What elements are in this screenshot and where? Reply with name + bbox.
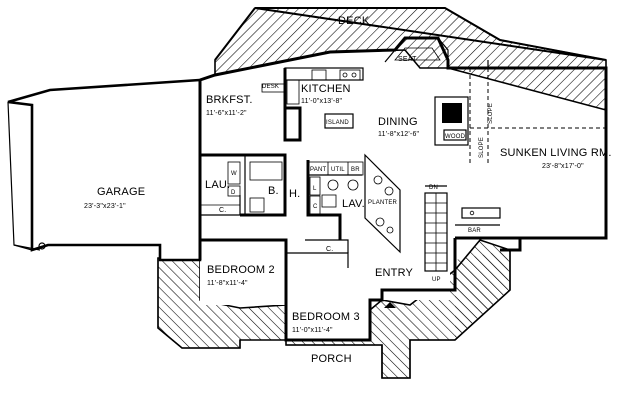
service-rooms: [200, 153, 401, 254]
washer-label: W: [231, 171, 237, 177]
lav-label: LAV.: [342, 198, 365, 210]
garage-dims: 23'-3"x23'-1": [84, 203, 126, 210]
kitchen-label: KITCHEN: [301, 83, 351, 95]
bedroom3-closet-label: C.: [326, 246, 333, 253]
planter-label: PLANTER: [368, 200, 398, 206]
bath-label: B.: [268, 185, 279, 197]
bedroom3-dims: 11'-0"x11'-4": [292, 327, 333, 334]
hall-label: H.: [289, 188, 300, 200]
deck: [214, 7, 607, 112]
kitchen-area: [261, 37, 606, 165]
island-label: ISLAND: [326, 120, 349, 126]
stair-up-label: UP: [432, 277, 441, 283]
bedrooms: [200, 238, 396, 308]
br-label: BR: [351, 167, 360, 173]
slope-right-label: SLOPE: [488, 103, 494, 124]
living-dims: 23'-8"x17'-0": [542, 163, 584, 170]
living-label: SUNKEN LIVING RM.: [500, 147, 612, 159]
garage: [7, 78, 202, 262]
laundry-label: LAU.: [205, 179, 230, 191]
stair-down-label: DN: [429, 185, 438, 191]
brkfst-label: BRKFST.: [206, 94, 253, 106]
pantry-label: PANT: [310, 167, 326, 173]
bar-label: BAR: [468, 228, 481, 234]
slope-left-label: SLOPE: [479, 137, 485, 158]
bedroom3-label: BEDROOM 3: [292, 311, 360, 323]
l-label: L: [313, 186, 317, 192]
bedroom2-dims: 11'-8"x11'-4": [207, 280, 248, 287]
desk-label: DESK: [262, 84, 279, 90]
brkfst-dims: 11'-6"x11'-2": [206, 110, 247, 117]
porch-label: PORCH: [311, 353, 352, 365]
dryer-label: D: [231, 190, 236, 196]
laundry-closet-label: C.: [219, 207, 226, 214]
seat-label: SEAT: [398, 56, 417, 63]
dining-dims: 11'-8"x12'-6": [378, 131, 420, 138]
util-label: UTIL: [331, 167, 345, 173]
deck-label: DECK: [338, 15, 370, 27]
dining-label: DINING: [378, 116, 418, 128]
hall-closet-label: C: [313, 204, 318, 210]
bedroom2-label: BEDROOM 2: [207, 264, 275, 276]
bar: [455, 207, 501, 226]
entry-label: ENTRY: [375, 267, 414, 279]
garage-label: GARAGE: [97, 186, 145, 198]
kitchen-dims: 11'-0"x13'-8": [301, 98, 343, 105]
stairs: [424, 185, 448, 272]
wood-label: WOOD: [445, 134, 466, 140]
